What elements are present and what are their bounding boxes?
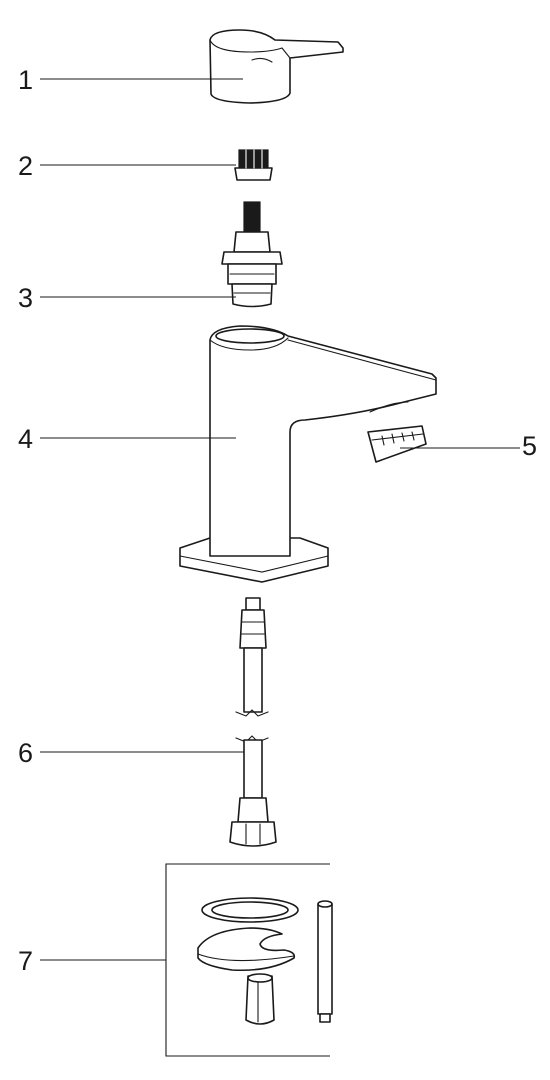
part-3-cartridge: [40, 201, 283, 308]
callout-5-label: 5: [522, 431, 537, 461]
callout-4-label: 4: [18, 424, 33, 454]
part-4-faucet-body: [40, 325, 437, 583]
part-1-handle: [40, 29, 344, 104]
callout-2-label: 2: [18, 151, 33, 181]
callout-7-label: 7: [18, 946, 33, 976]
part-5-aerator: [367, 425, 520, 463]
callout-3-label: 3: [18, 283, 33, 313]
part-6-flexible-hose: [40, 597, 277, 847]
callout-6-label: 6: [18, 738, 33, 768]
part-2-adapter: [40, 149, 273, 181]
part-7-fixing-kit: [40, 863, 333, 1057]
callout-1-label: 1: [18, 65, 33, 95]
